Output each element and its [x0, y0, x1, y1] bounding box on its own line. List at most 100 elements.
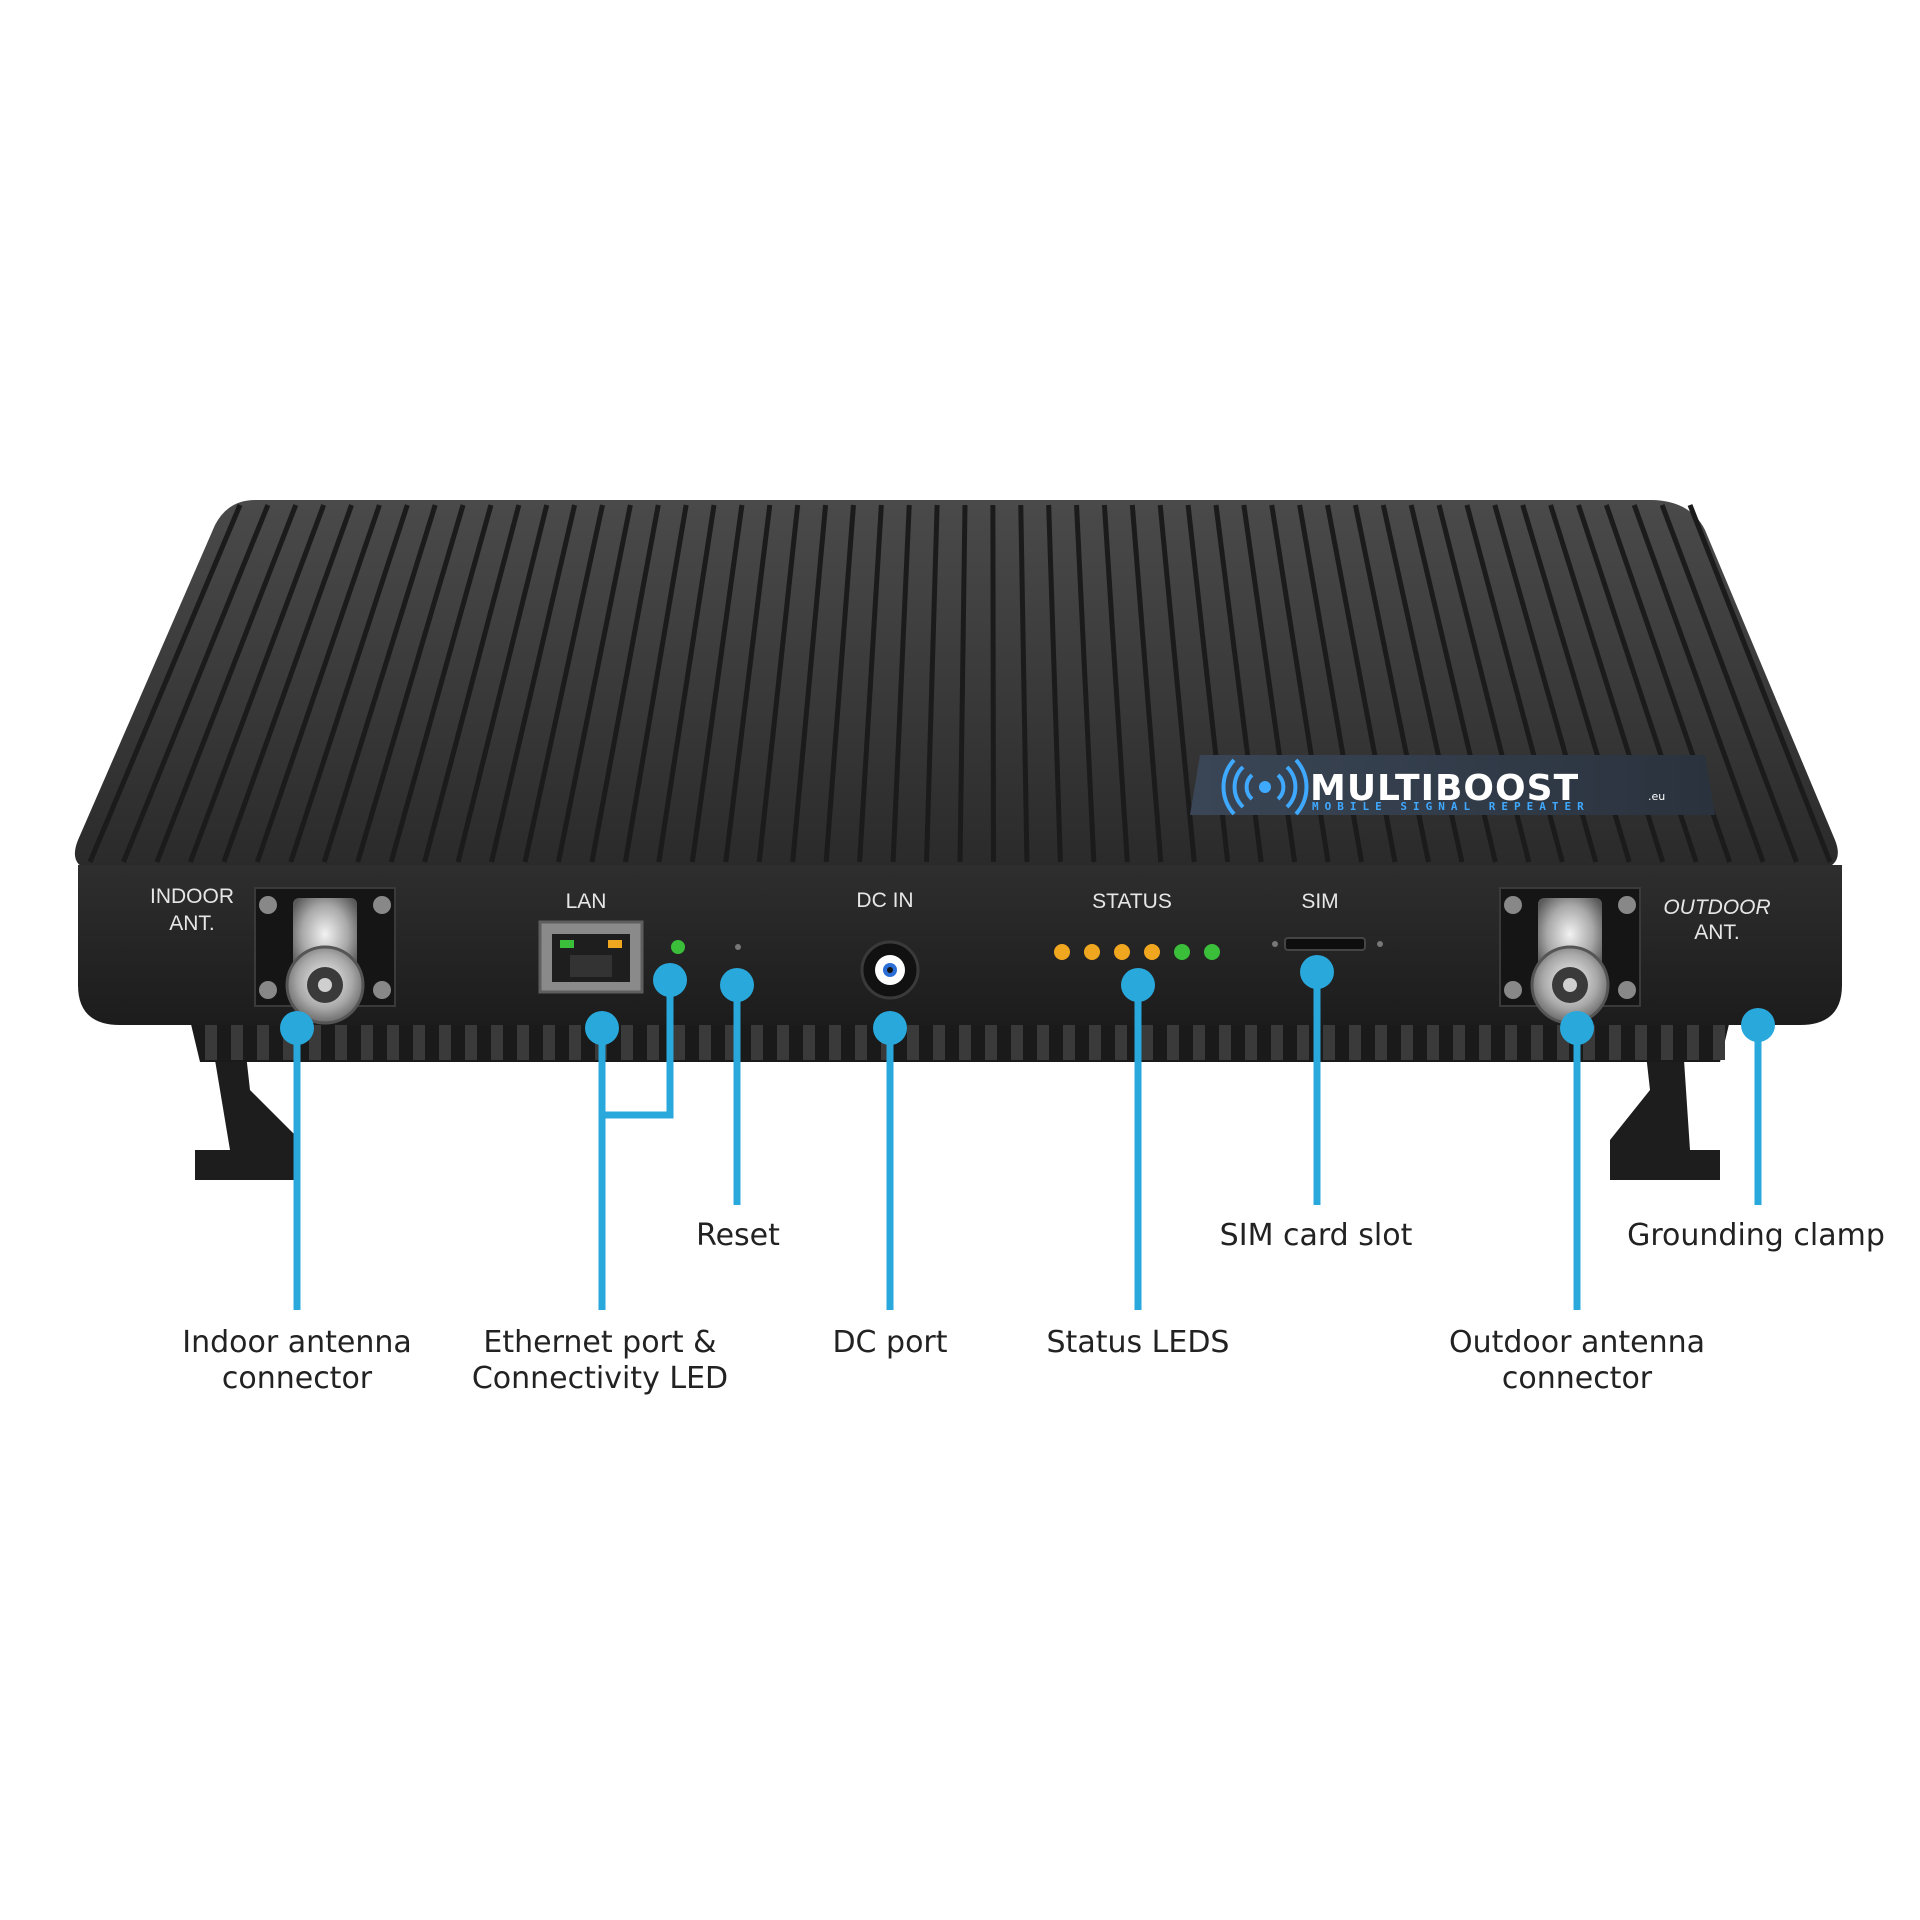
- heatsink-fin: [388, 504, 494, 863]
- callout-dot-reset: [720, 968, 754, 1002]
- underside-fin: [231, 1025, 243, 1060]
- repeater-device: MULTIBOOST .eu MOBILE SIGNAL REPEATER: [74, 500, 1842, 1180]
- underside-fin: [933, 1025, 945, 1060]
- label-lan: LAN: [566, 890, 607, 913]
- status-led-amber: [1084, 944, 1100, 960]
- underside-fin: [1375, 1025, 1387, 1060]
- heatsink-fin: [1046, 504, 1063, 863]
- heatsink-fin: [522, 504, 605, 863]
- heatsink-fin: [455, 504, 550, 863]
- underside-fin: [205, 1025, 217, 1060]
- wireless-signal-icon: [1221, 758, 1309, 816]
- status-led-row: [1054, 944, 1220, 960]
- callout-reset: Reset: [696, 1218, 780, 1253]
- status-led-green: [1204, 944, 1220, 960]
- underside-fin: [1401, 1025, 1413, 1060]
- heatsink-fin: [1687, 504, 1833, 863]
- heatsink-fin: [288, 504, 410, 863]
- underside-fin: [777, 1025, 789, 1060]
- heatsink-fin: [890, 504, 912, 863]
- heatsink-fin: [321, 504, 438, 863]
- underside-fin: [543, 1025, 555, 1060]
- underside-fin: [1193, 1025, 1205, 1060]
- callout-dot-status: [1121, 968, 1155, 1002]
- heatsink-fin: [1018, 504, 1030, 863]
- heatsink-fin: [756, 504, 801, 863]
- underside-fin: [1479, 1025, 1491, 1060]
- underside-fin: [1323, 1025, 1335, 1060]
- underside-fin: [1037, 1025, 1049, 1060]
- brand-badge: MULTIBOOST .eu MOBILE SIGNAL REPEATER: [1190, 755, 1715, 816]
- heatsink-fin: [857, 504, 884, 863]
- heatsink-fin: [489, 504, 578, 863]
- callout-dots: [280, 955, 1775, 1045]
- heatsink-fin: [1101, 504, 1130, 863]
- dc-power-jack: [860, 940, 920, 1000]
- underside-fin: [1427, 1025, 1439, 1060]
- callout-dot-outdoor: [1560, 1011, 1594, 1045]
- callout-sim-slot: SIM card slot: [1220, 1218, 1413, 1253]
- underside-fin: [257, 1025, 269, 1060]
- heatsink-fin: [87, 504, 243, 863]
- callout-dc-port: DC port: [832, 1325, 947, 1360]
- underside-fin: [1141, 1025, 1153, 1060]
- underside-fin: [439, 1025, 451, 1060]
- heatsink-fin: [689, 504, 745, 863]
- underside-fin: [907, 1025, 919, 1060]
- mounting-foot-right: [1610, 1000, 1720, 1180]
- brand-suffix: .eu: [1648, 790, 1665, 803]
- heatsink-fin: [990, 504, 996, 863]
- underside-fin: [751, 1025, 763, 1060]
- status-led-amber: [1144, 944, 1160, 960]
- underside-fin: [335, 1025, 347, 1060]
- heatsink-fin: [1129, 504, 1164, 863]
- callout-indoor-line1: Indoor antenna: [182, 1325, 412, 1360]
- callout-dot-dc: [873, 1011, 907, 1045]
- underside-fin: [1089, 1025, 1101, 1060]
- underside-fin: [387, 1025, 399, 1060]
- brand-name: MULTIBOOST: [1310, 768, 1579, 809]
- heatsink-fin: [723, 504, 773, 863]
- heatsink-fin: [957, 504, 968, 863]
- label-indoor: INDOOR: [150, 885, 234, 908]
- underside-fin: [491, 1025, 503, 1060]
- brand-tagline: MOBILE SIGNAL REPEATER: [1312, 800, 1590, 813]
- callout-status-leds: Status LEDS: [1047, 1325, 1230, 1360]
- label-sim: SIM: [1301, 890, 1338, 913]
- underside-fin: [569, 1025, 581, 1060]
- underside-fin: [673, 1025, 685, 1060]
- callout-line-ethernet-led: [605, 980, 674, 1119]
- ethernet-port: [538, 920, 644, 994]
- underside-fin: [1245, 1025, 1257, 1060]
- heatsink-fin: [1659, 504, 1799, 863]
- callout-dot-sim: [1300, 955, 1334, 989]
- underside-fin: [465, 1025, 477, 1060]
- underside-fin: [1011, 1025, 1023, 1060]
- sim-card-slot: [1272, 937, 1383, 951]
- underside-fin: [1063, 1025, 1075, 1060]
- callout-outdoor-line1: Outdoor antenna: [1449, 1325, 1705, 1360]
- heatsink-fin: [154, 504, 299, 863]
- heatsink-fin: [790, 504, 829, 863]
- heatsink-fin: [188, 504, 326, 863]
- heatsink-fin: [1631, 504, 1766, 863]
- callout-indoor-line2: connector: [222, 1361, 373, 1396]
- indoor-antenna-connector: [254, 887, 396, 1025]
- underside-fin: [1349, 1025, 1361, 1060]
- connectivity-led: [671, 940, 685, 954]
- underside-fin: [1115, 1025, 1127, 1060]
- heatsink-fin: [355, 504, 466, 863]
- underside-fin: [517, 1025, 529, 1060]
- underside-fin: [1167, 1025, 1179, 1060]
- callout-dot-ethernet-led: [653, 963, 687, 997]
- status-led-amber: [1054, 944, 1070, 960]
- callout-outdoor-line2: connector: [1502, 1361, 1653, 1396]
- underside-fin: [621, 1025, 633, 1060]
- heatsink-fin: [1157, 504, 1197, 863]
- underside-fin: [1531, 1025, 1543, 1060]
- heatsink-fin: [221, 504, 354, 863]
- heatsink-fin: [556, 504, 633, 863]
- status-led-green: [1174, 944, 1190, 960]
- label-outdoor-ant: ANT.: [1694, 921, 1740, 944]
